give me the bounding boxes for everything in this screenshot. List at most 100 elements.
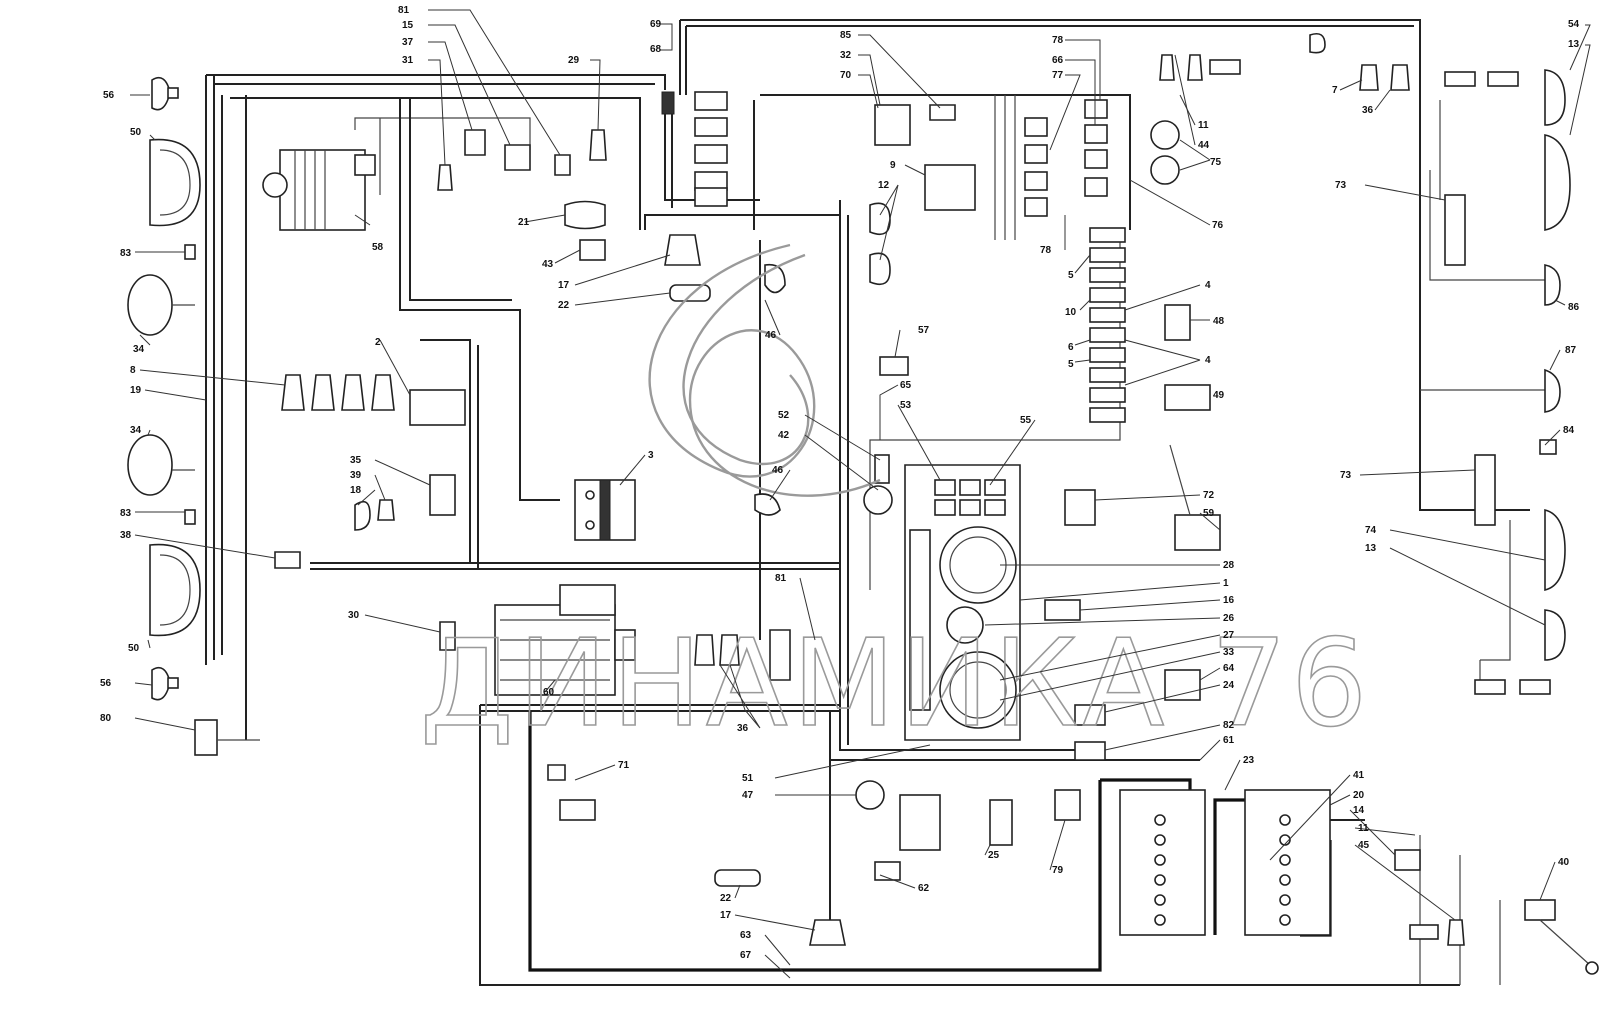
lamp-right-c [1474,679,1506,695]
callout-69: 69 [650,19,662,30]
callout-37: 37 [402,37,414,48]
leader-lines [130,9,1591,979]
lamp-86 [1544,264,1561,306]
callout-67: 67 [740,950,752,961]
callout-36a: 36 [1362,105,1374,116]
fog-lamp-34-bottom [127,434,195,496]
connector-11-bottom [1409,924,1439,940]
callout-19: 19 [130,385,142,396]
callout-76: 76 [1212,220,1224,231]
sensor-39 [377,499,395,521]
callout-78b: 78 [1040,245,1052,256]
callout-82: 82 [1223,720,1235,731]
relay-9 [924,164,976,211]
callout-80: 80 [100,713,112,724]
harness-wires [205,19,1550,986]
switch-36-top-a [1359,64,1379,91]
callout-66: 66 [1052,55,1064,66]
callout-38: 38 [120,530,132,541]
callout-73b: 73 [1340,470,1352,481]
sensor-64 [1164,669,1201,701]
callout-79: 79 [1052,865,1064,876]
sensor-30 [439,621,456,651]
callout-42: 42 [778,430,790,441]
callout-16: 16 [1223,595,1235,606]
sensor-17-top [664,234,701,266]
callout-45: 45 [1358,840,1370,851]
callout-58: 58 [372,242,384,253]
headlight-56-bottom [151,666,179,701]
switches-36-bottom [694,629,791,681]
fuse-stack [1089,227,1126,423]
sensor-31 [437,164,453,191]
callout-9: 9 [890,160,896,171]
switch-75b [1150,155,1180,185]
connector-column [694,91,728,207]
sensor-24 [1074,704,1106,726]
callout-5a: 5 [1068,270,1074,281]
callout-81b: 81 [775,573,787,584]
lamp-46-bottom [754,493,781,516]
callout-59: 59 [1203,508,1215,519]
callout-53: 53 [900,400,912,411]
fuse-holder [661,91,675,115]
callout-11a: 11 [1198,120,1209,131]
callout-55: 55 [1020,415,1032,426]
lamp-22-bottom [714,869,761,887]
lever-59 [1169,444,1191,516]
battery-61 [1244,789,1331,936]
callout-28: 28 [1223,560,1235,571]
callout-65: 65 [900,380,912,391]
callout-61: 61 [1223,735,1235,746]
callout-30: 30 [348,610,360,621]
headlight-56-top [151,76,179,111]
callout-39: 39 [350,470,362,481]
callout-74: 74 [1365,525,1377,536]
callout-1: 1 [1223,578,1229,589]
callout-24: 24 [1223,680,1235,691]
callout-20: 20 [1353,790,1365,801]
generator-58 [262,149,376,231]
callout-41: 41 [1353,770,1365,781]
callout-34b: 34 [130,425,142,436]
callout-12: 12 [878,180,890,191]
relay-43 [579,239,606,261]
headlight-74 [1544,508,1566,592]
components [127,32,1599,975]
sensor-29 [589,129,607,161]
callout-5b: 5 [1068,359,1074,370]
callout-17b: 17 [720,910,732,921]
relay-35 [429,474,456,516]
callout-46a: 46 [765,330,777,341]
callout-25: 25 [988,850,1000,861]
sensor-81 [554,154,571,176]
callout-57: 57 [918,325,930,336]
battery-23 [1119,789,1206,936]
callout-77: 77 [1052,70,1064,81]
callout-11b: 11 [1358,823,1369,834]
callout-26: 26 [1223,613,1235,624]
switch-40 [1524,899,1599,975]
fuse-85 [929,104,956,121]
callout-46b: 46 [772,465,784,476]
sensor-15 [504,144,531,171]
sidelight-83-bottom [184,509,196,525]
sensor-7 [1309,32,1326,54]
callout-32: 32 [840,50,852,61]
callout-70: 70 [840,70,852,81]
callout-31: 31 [402,55,414,66]
switch-52 [874,454,890,484]
callout-22a: 22 [558,300,570,311]
sensor-17-bottom [809,919,846,946]
callout-49: 49 [1213,390,1225,401]
connector-73-top [1444,194,1466,266]
headlight-50-top [149,138,201,227]
callout-56b: 56 [100,678,112,689]
lamp-right-b [1487,71,1519,87]
callout-52: 52 [778,410,790,421]
callout-62: 62 [918,883,930,894]
relay-2 [409,389,466,426]
sensor-44b [1187,54,1203,81]
callout-18: 18 [350,485,362,496]
horn-80 [194,719,260,756]
